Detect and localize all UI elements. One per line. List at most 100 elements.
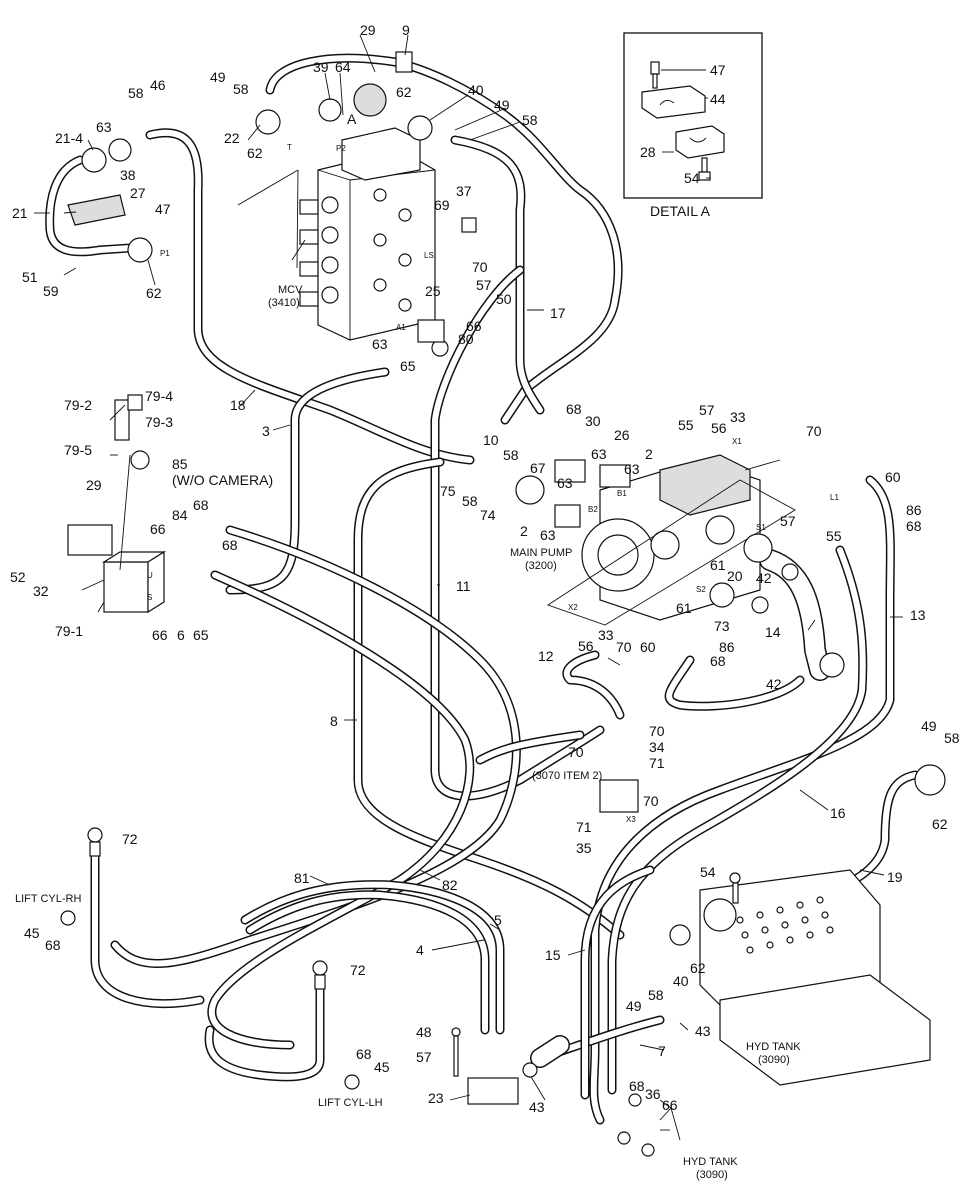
- callout: 4: [416, 942, 424, 958]
- callout: 68: [566, 401, 582, 417]
- callout: 70: [649, 723, 665, 739]
- callout: 70: [568, 744, 584, 760]
- detail-callout-47: 47: [710, 62, 726, 78]
- callout: 63: [624, 461, 640, 477]
- callout: 72: [122, 831, 138, 847]
- callout: 68: [222, 537, 238, 553]
- callout: 6: [177, 627, 185, 643]
- callout: 65: [193, 627, 209, 643]
- clamp-lower-28: [675, 125, 725, 181]
- callout: 62: [146, 285, 162, 301]
- callout: 47: [155, 201, 171, 217]
- callout: 7: [658, 1043, 666, 1059]
- callout: 34: [649, 739, 665, 755]
- callout: 68: [45, 937, 61, 953]
- callout: 49: [626, 998, 642, 1014]
- callout: 42: [766, 676, 782, 692]
- port-t: T: [287, 143, 292, 152]
- callout: 63: [96, 119, 112, 135]
- callout: 79-3: [145, 414, 173, 430]
- callout: 62: [396, 84, 412, 100]
- callout: 43: [529, 1099, 545, 1115]
- hyd-tank: [669, 869, 931, 1086]
- item-note: (3070 ITEM 2): [532, 770, 602, 782]
- captions: MCV (3410) MAIN PUMP (3200) (W/O CAMERA)…: [15, 111, 839, 1181]
- callout: 71: [649, 755, 665, 771]
- callout: 30: [585, 413, 601, 429]
- callout: 25: [425, 283, 441, 299]
- callout: 21: [12, 205, 28, 221]
- port-x1: X1: [732, 437, 742, 446]
- callout: 68: [629, 1078, 645, 1094]
- callout: 66: [662, 1097, 678, 1113]
- port-a1: A1: [396, 323, 406, 332]
- callout: 66: [466, 318, 482, 334]
- port-s: S: [147, 593, 152, 602]
- callout: 35: [576, 840, 592, 856]
- clamp-upper-44: [641, 85, 706, 119]
- callout: 15: [545, 947, 561, 963]
- pipe-4: [245, 890, 490, 1035]
- callout: 29: [86, 477, 102, 493]
- pipe-network: [45, 53, 920, 1125]
- callout: 80: [458, 331, 474, 347]
- callout: 48: [416, 1024, 432, 1040]
- lift-cyl-lh-label: LIFT CYL-LH: [318, 1097, 383, 1109]
- detail-a-box: 47 44 28 54 DETAIL A: [623, 32, 763, 219]
- main-pump-label: MAIN PUMP: [510, 547, 572, 559]
- port-b1: B1: [617, 489, 627, 498]
- callout: 12: [538, 648, 554, 664]
- port-l1: L1: [830, 493, 839, 502]
- port-b2: B2: [588, 505, 598, 514]
- port-ls: LS: [424, 251, 434, 260]
- pipe-5: [240, 880, 505, 1035]
- callout: 82: [442, 877, 458, 893]
- callout: 68: [356, 1046, 372, 1062]
- callout: 58: [128, 85, 144, 101]
- callout: 56: [578, 638, 594, 654]
- callout: 63: [372, 336, 388, 352]
- callout: 79-1: [55, 623, 83, 639]
- mcv-label: MCV: [278, 284, 303, 296]
- callout: 68: [906, 518, 922, 534]
- callout: 49: [210, 69, 226, 85]
- callout: 45: [24, 925, 40, 941]
- callout: 51: [22, 269, 38, 285]
- callout: 5: [494, 912, 502, 928]
- callout: 57: [476, 277, 492, 293]
- callout: 58: [462, 493, 478, 509]
- hyd-tank-ref-1: (3090): [758, 1054, 790, 1066]
- callout: 56: [711, 420, 727, 436]
- callout: 57: [416, 1049, 432, 1065]
- callout: 64: [335, 59, 351, 75]
- callout: 18: [230, 397, 246, 413]
- callout: 49: [494, 97, 510, 113]
- callout: 86: [906, 502, 922, 518]
- callout: 70: [472, 259, 488, 275]
- callout: 49: [921, 718, 937, 734]
- port-s2: S2: [696, 585, 706, 594]
- callout: 2: [520, 523, 528, 539]
- lift-cyl-rh-label: LIFT CYL-RH: [15, 893, 81, 905]
- port-a: A: [347, 111, 357, 127]
- callout: 16: [830, 805, 846, 821]
- callout: 60: [640, 639, 656, 655]
- callout: 62: [932, 816, 948, 832]
- mcv-ref: (3410): [268, 297, 300, 309]
- detail-a-title: DETAIL A: [650, 203, 711, 219]
- callout: 27: [130, 185, 146, 201]
- callout: 61: [710, 557, 726, 573]
- callout: 71: [576, 819, 592, 835]
- callout-numbers: 29 9 49 58 39 64 22 62 40 49 58 62 46 58…: [10, 22, 960, 1115]
- callout: 3: [262, 423, 270, 439]
- callout: 14: [765, 624, 781, 640]
- callout: 45: [374, 1059, 390, 1075]
- callout: 36: [645, 1086, 661, 1102]
- callout: 55: [678, 417, 694, 433]
- callout: 40: [468, 82, 484, 98]
- hyd-tank-label-2: HYD TANK: [683, 1156, 738, 1168]
- callout: 63: [591, 446, 607, 462]
- bolt-47: [650, 61, 660, 89]
- callout: 58: [648, 987, 664, 1003]
- callout: 63: [540, 527, 556, 543]
